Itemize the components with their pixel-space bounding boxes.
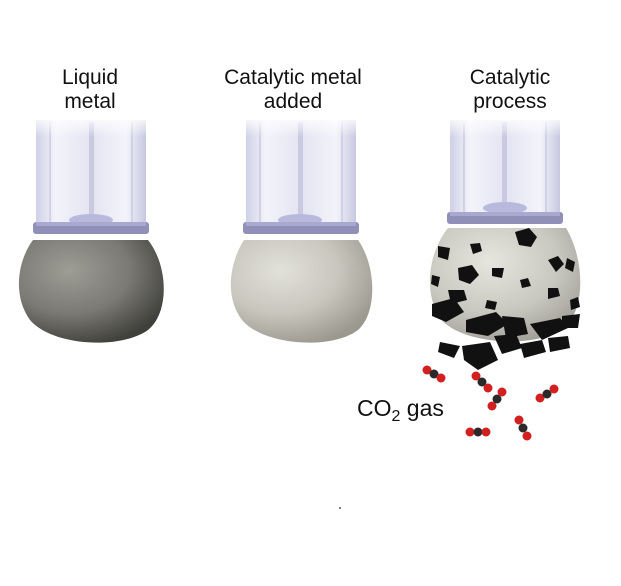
stage-label-line: added <box>263 90 323 113</box>
co2-molecule <box>471 371 493 393</box>
co2-molecules <box>422 365 559 441</box>
capillary-tube <box>447 115 563 224</box>
stage-label-line: Liquid <box>61 66 119 89</box>
stage-catalytic-process <box>422 115 581 441</box>
stage-label-line: process <box>473 90 547 113</box>
co2-label-suffix: gas <box>400 395 444 421</box>
stage-liquid-metal <box>18 115 164 343</box>
co2-molecule <box>535 384 559 403</box>
stage-catalytic-metal-added <box>230 115 373 343</box>
process-metal-droplet <box>429 228 581 342</box>
capillary-tube <box>33 115 149 234</box>
capillary-tube <box>243 115 359 234</box>
stage-label-line: Catalytic <box>469 66 551 89</box>
stage-label-liquid-metal: Liquid metal <box>30 66 150 114</box>
catalytic-metal-droplet <box>230 240 373 343</box>
detached-carbon-flakes <box>432 298 580 370</box>
co2-label-subscript: 2 <box>391 408 401 425</box>
co2-molecule <box>465 427 491 437</box>
stray-dot <box>339 507 341 509</box>
co2-molecule <box>422 365 446 383</box>
stage-label-line: metal <box>64 90 116 113</box>
carbon-flakes-on-surface <box>431 228 580 310</box>
co2-gas-label: CO2 gas <box>357 395 444 426</box>
stage-label-line: Catalytic metal <box>224 66 362 89</box>
co2-label-prefix: CO <box>357 395 392 421</box>
co2-molecule <box>487 387 507 411</box>
co2-molecule <box>514 415 532 441</box>
stage-label-catalytic-process: Catalytic process <box>440 66 580 114</box>
stage-label-catalytic-metal-added: Catalytic metal added <box>198 66 388 114</box>
liquid-metal-droplet <box>18 240 164 343</box>
